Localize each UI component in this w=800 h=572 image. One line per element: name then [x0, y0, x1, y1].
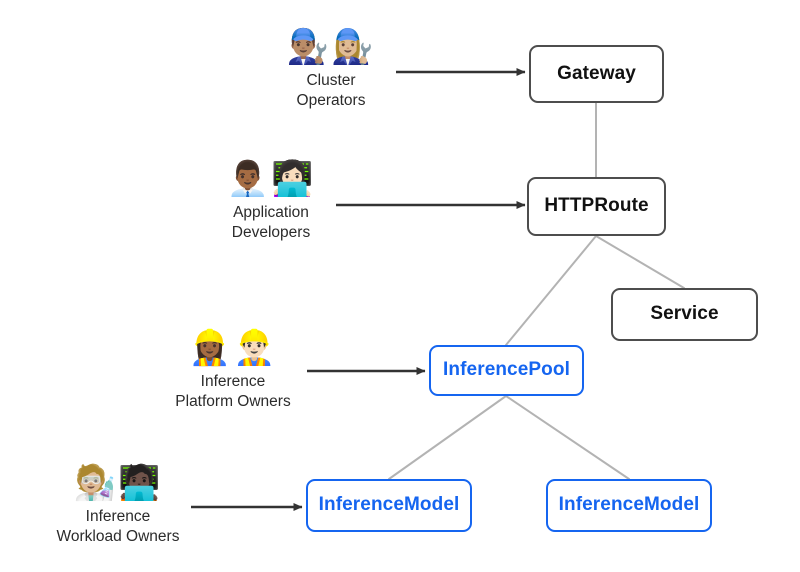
- persona-application-developers: 👨🏾‍💼👩🏻‍💻 Application Developers: [166, 162, 376, 243]
- cluster-operators-icons: 👨🏽‍🔧👩🏼‍🔧: [286, 27, 376, 67]
- node-httproute-label: HTTPRoute: [544, 195, 649, 217]
- node-service-label: Service: [650, 303, 719, 325]
- edge-inferencepool-inferencemodel-2: [505, 395, 630, 480]
- node-gateway[interactable]: Gateway: [529, 45, 664, 103]
- node-inferencemodel-2-label: InferenceModel: [558, 494, 700, 516]
- node-httproute[interactable]: HTTPRoute: [527, 177, 666, 236]
- application-developers-label: Application Developers: [231, 204, 311, 241]
- node-inferencemodel-1[interactable]: InferenceModel: [306, 479, 472, 532]
- node-inferencemodel-1-label: InferenceModel: [318, 494, 460, 516]
- inference-platform-owners-icons: 👷🏾‍♀️👷🏻‍♂️: [188, 328, 278, 368]
- edge-inferencepool-inferencemodel-1: [388, 395, 507, 480]
- edge-httproute-inferencepool: [505, 235, 597, 346]
- inference-workload-owners-label: Inference Workload Owners: [56, 508, 180, 545]
- edge-httproute-service: [595, 235, 685, 289]
- inference-platform-owners-label: Inference Platform Owners: [175, 373, 291, 410]
- persona-inference-workload-owners: 🧑🏼‍🔬🧑🏿‍💻 Inference Workload Owners: [13, 466, 223, 547]
- application-developers-icons: 👨🏾‍💼👩🏻‍💻: [226, 159, 316, 199]
- node-gateway-label: Gateway: [557, 62, 636, 84]
- node-inferencemodel-2[interactable]: InferenceModel: [546, 479, 712, 532]
- node-service[interactable]: Service: [611, 288, 758, 341]
- persona-inference-platform-owners: 👷🏾‍♀️👷🏻‍♂️ Inference Platform Owners: [128, 331, 338, 412]
- node-inferencepool-label: InferencePool: [443, 359, 570, 381]
- inference-workload-owners-icons: 🧑🏼‍🔬🧑🏿‍💻: [73, 463, 163, 503]
- cluster-operators-label: Cluster Operators: [296, 72, 366, 109]
- node-inferencepool[interactable]: InferencePool: [429, 345, 584, 396]
- persona-cluster-operators: 👨🏽‍🔧👩🏼‍🔧 Cluster Operators: [226, 30, 436, 111]
